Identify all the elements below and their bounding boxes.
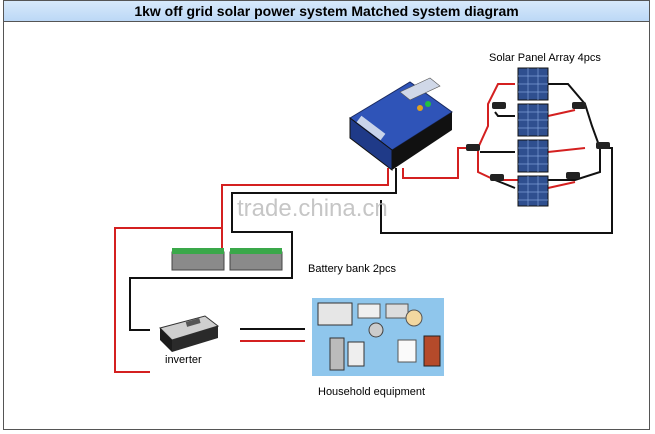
solar-panel-array [466, 67, 610, 207]
refrigerator-icon [329, 337, 345, 371]
mc4-connectors [466, 102, 610, 181]
battery [171, 248, 225, 271]
inverter-label: inverter [165, 354, 202, 366]
controller-battery-negative-wire [129, 168, 397, 331]
solar-panel [517, 139, 549, 173]
household-equipment [312, 298, 444, 376]
array-positive-wire [402, 147, 470, 179]
solar-panel [517, 175, 549, 207]
fan-icon [368, 322, 384, 338]
solar-panel [517, 103, 549, 137]
diagram-title: 1kw off grid solar power system Matched … [3, 0, 650, 22]
tv-icon [317, 302, 353, 326]
watermark: trade.china.cn [237, 195, 388, 222]
microwave-icon [357, 303, 381, 319]
printer-icon [385, 303, 409, 319]
lamp-icon [405, 309, 423, 327]
array-left-wiring [477, 83, 520, 181]
household-label: Household equipment [318, 386, 425, 398]
array-right-wiring-2 [547, 109, 586, 189]
washer-icon [347, 341, 365, 367]
array-right-wiring [548, 83, 601, 181]
inverter [159, 315, 220, 352]
solar-panel [517, 67, 549, 101]
battery [229, 248, 283, 271]
battery-bank [171, 248, 283, 271]
array-left-wiring-2 [480, 111, 516, 189]
appliance-icon [397, 339, 417, 363]
cabinet-icon [423, 335, 441, 367]
array-negative-wire [380, 147, 613, 234]
solar-array-label: Solar Panel Array 4pcs [489, 52, 601, 64]
charge-controller [349, 77, 453, 172]
battery-bank-label: Battery bank 2pcs [308, 263, 397, 275]
